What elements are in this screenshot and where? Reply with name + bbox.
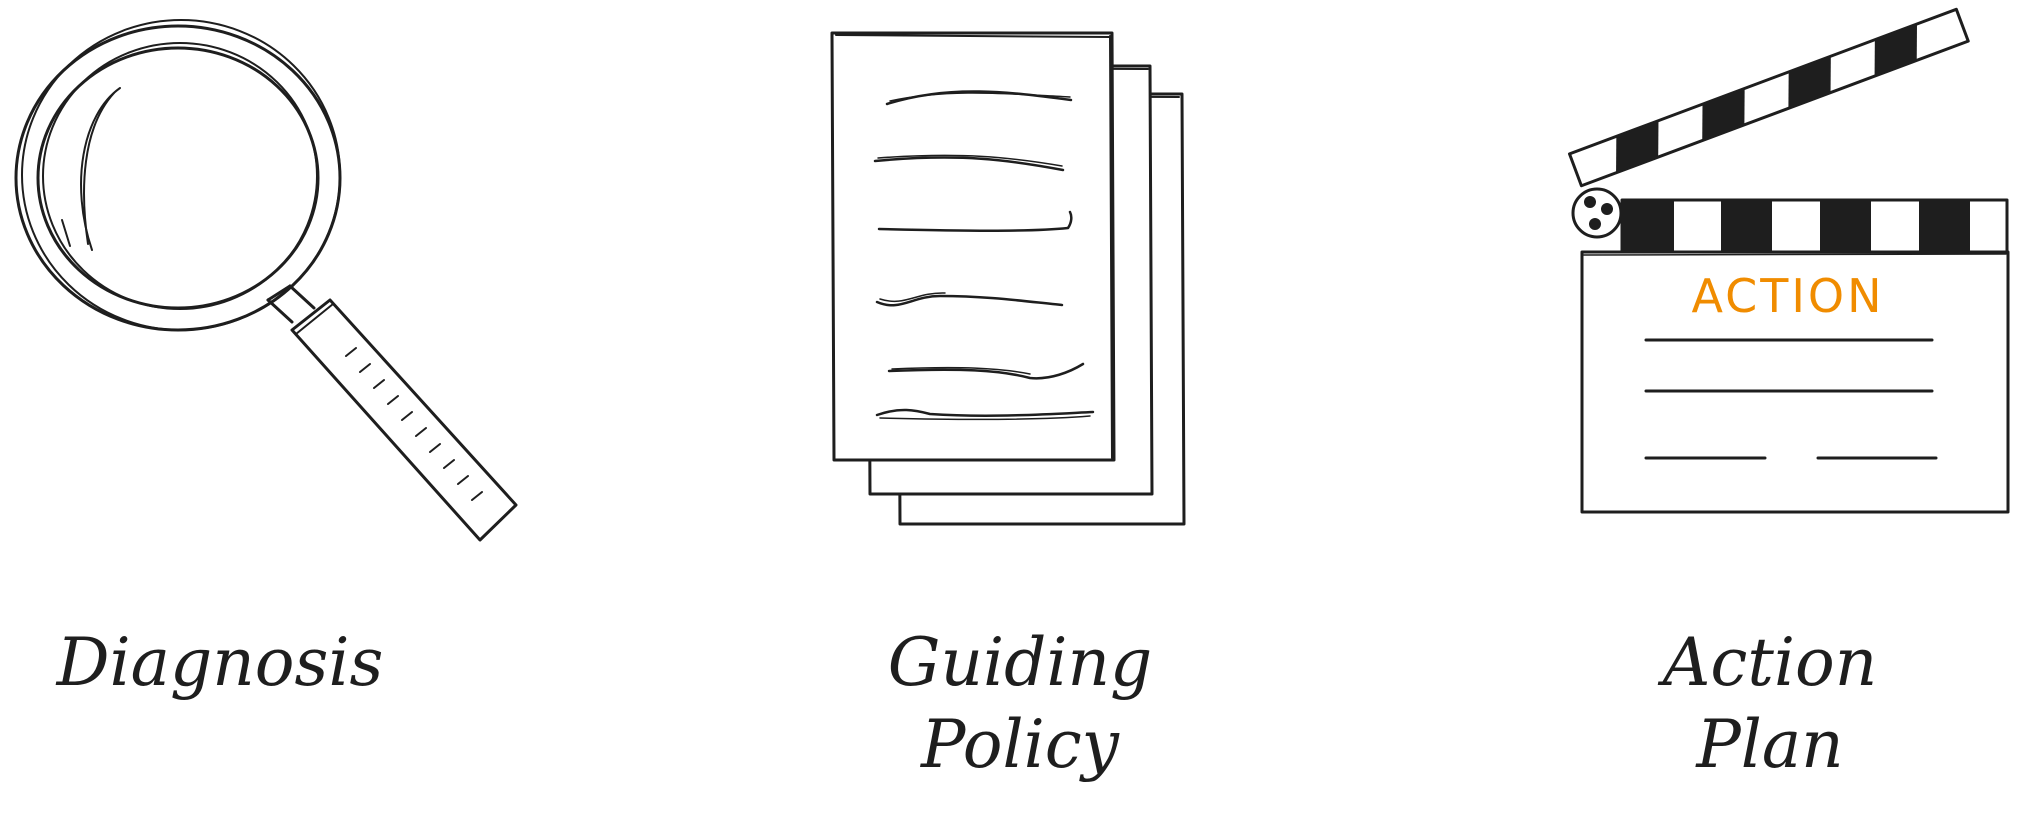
- board-title: ACTION: [1691, 269, 1884, 323]
- diagnosis-label-line: Diagnosis: [56, 624, 384, 701]
- magnifying-glass-icon: [14, 19, 518, 542]
- diagnosis-label: Diagnosis: [20, 622, 420, 704]
- action-plan-label: Action Plan: [1580, 622, 1960, 786]
- action-plan-label-line-1: Action: [1662, 624, 1878, 701]
- document-stack-icon: [830, 31, 1186, 526]
- guiding-policy-label-line-2: Policy: [921, 706, 1119, 783]
- hinge-icon: [1571, 187, 1623, 239]
- guiding-policy-label-line-1: Guiding: [887, 624, 1153, 701]
- action-plan-label-line-2: Plan: [1696, 706, 1844, 783]
- clapperboard-icon: ACTION: [1567, 7, 2010, 514]
- guiding-policy-label: Guiding Policy: [830, 622, 1210, 786]
